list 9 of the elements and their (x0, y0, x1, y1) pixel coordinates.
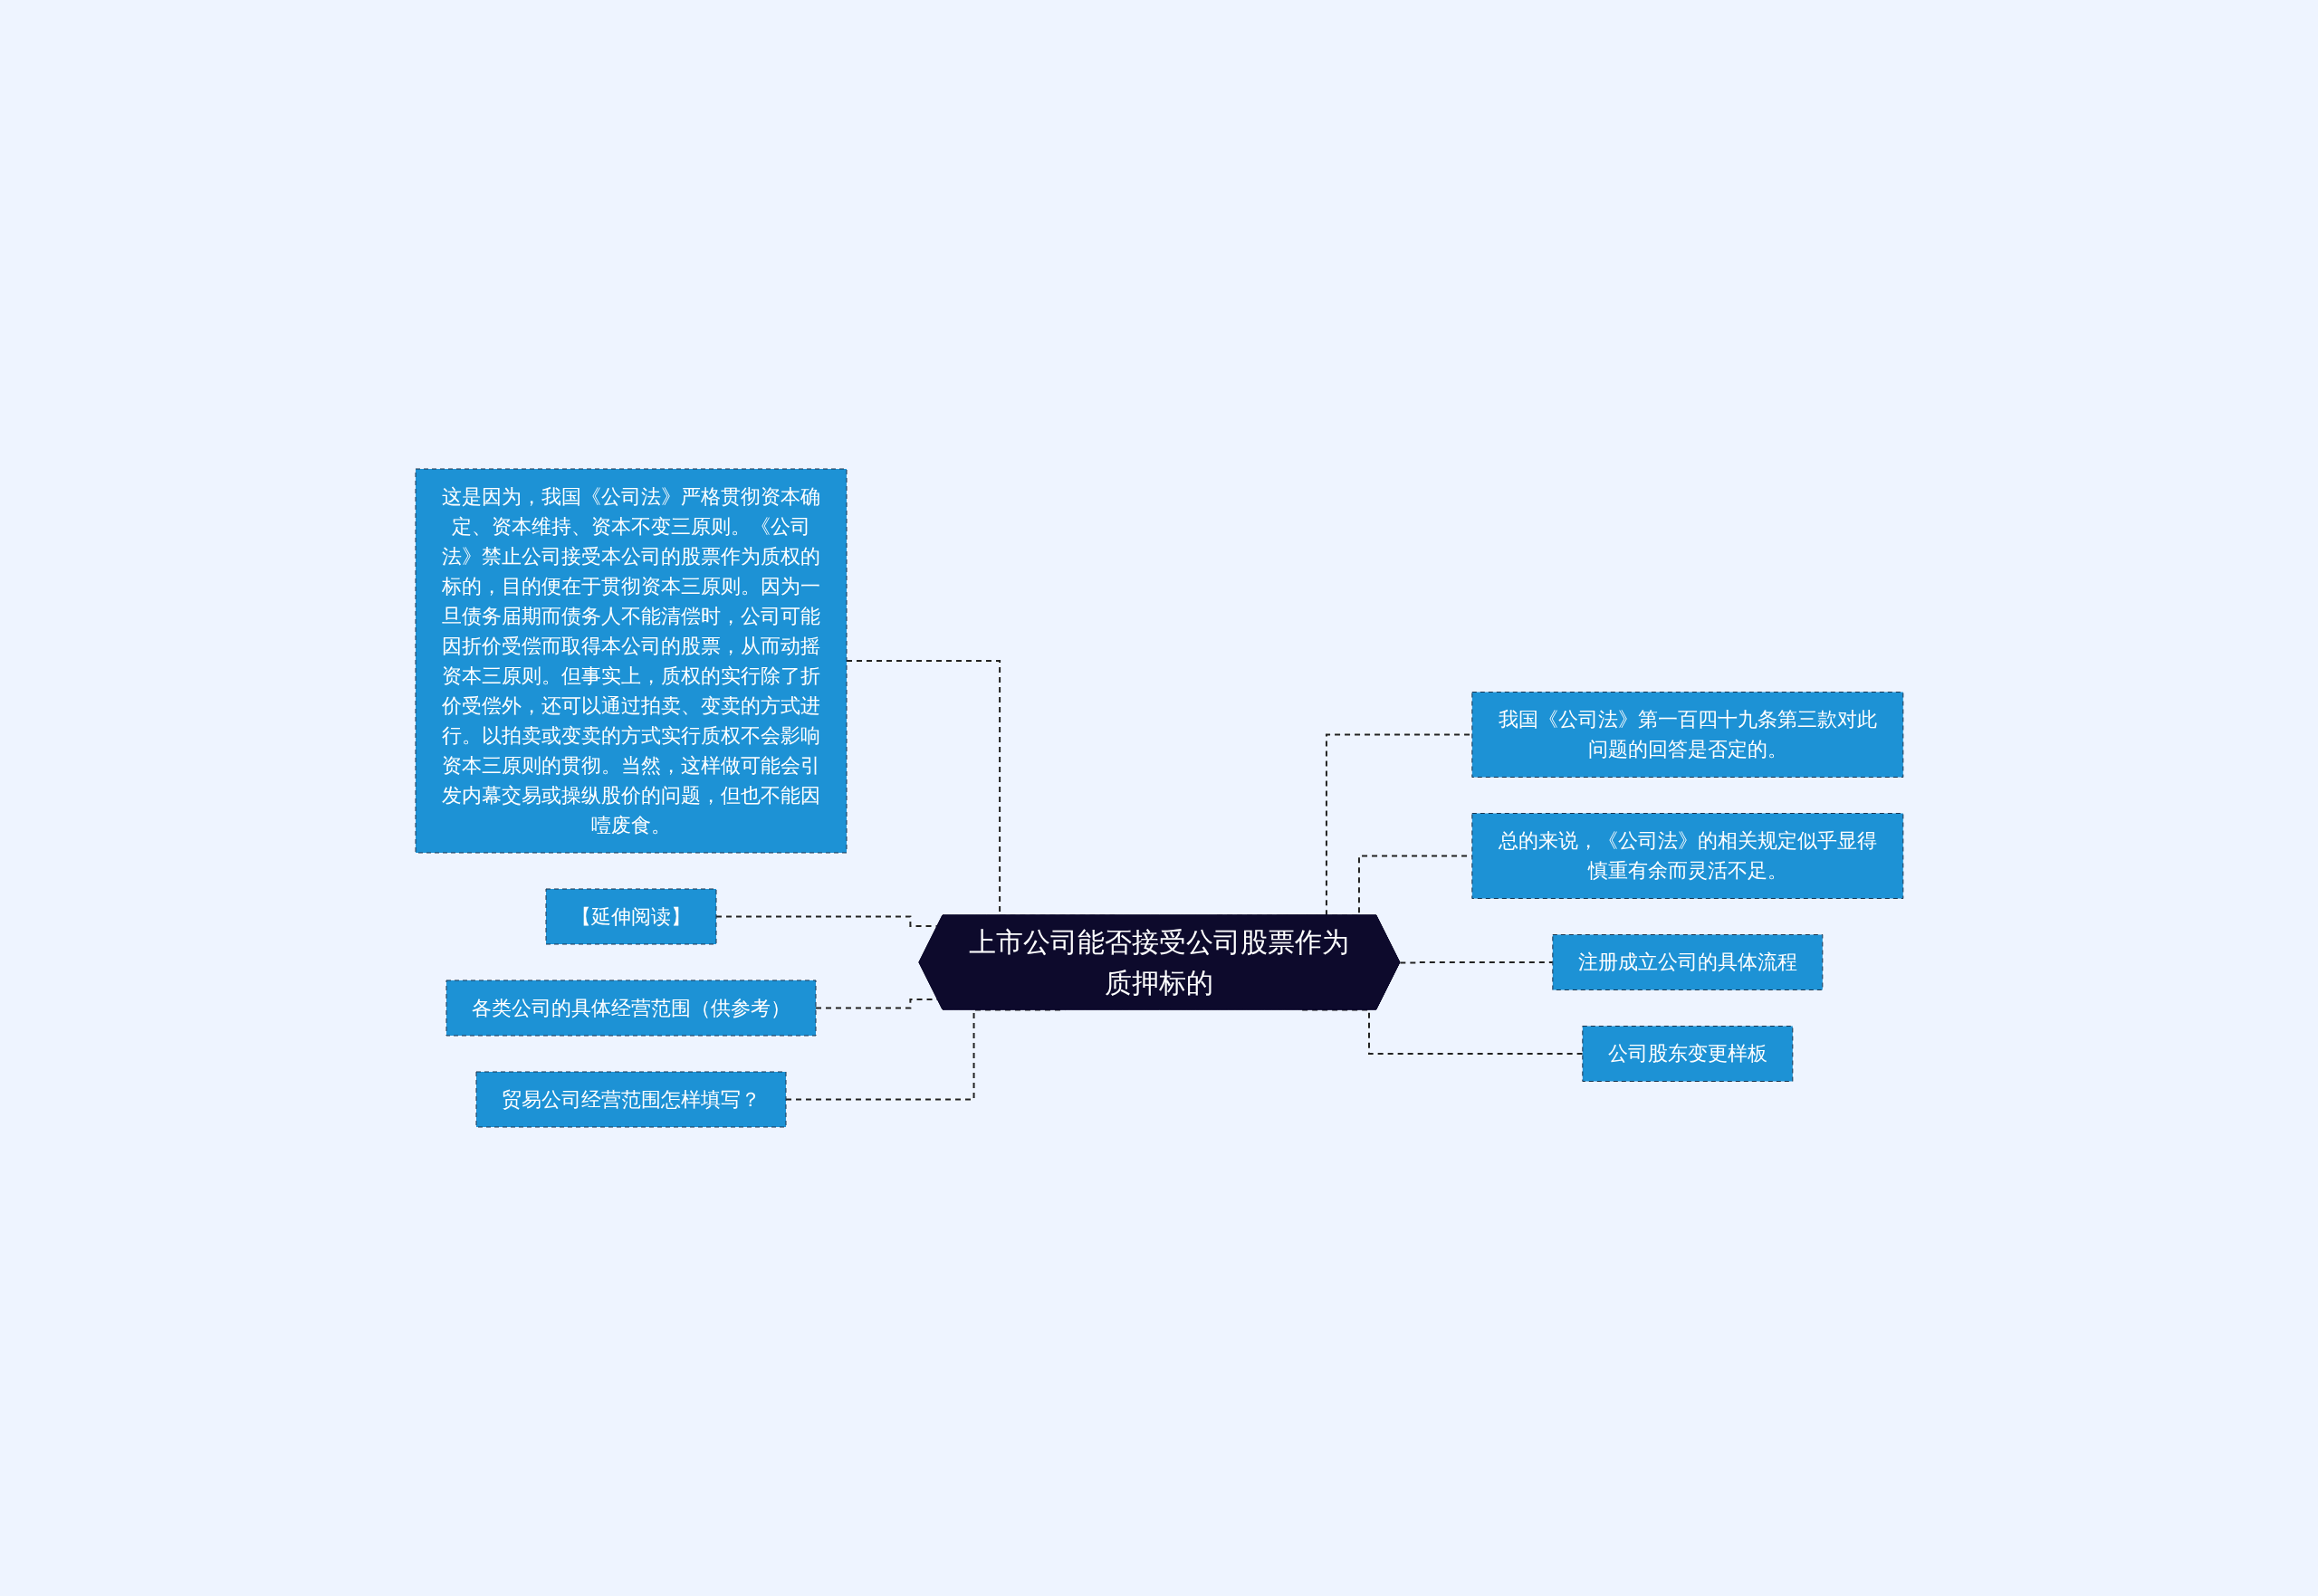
connector (1398, 961, 1554, 964)
node-box: 公司股东变更样板 (1581, 1026, 1793, 1082)
node-box: 我国《公司法》第一百四十九条第三款对此问题的回答是否定的。 (1470, 692, 1903, 778)
node-box: 贸易公司经营范围怎样填写？ (475, 1071, 787, 1128)
node-box: 这是因为，我国《公司法》严格贯彻资本确定、资本维持、资本不变三原则。《公司法》禁止公司接受本公司的股票作为质权的标的，目的便在于贯彻资本三原则。因为一旦债务届期而债务人不能清偿时，公司可能因折价受偿而取得本公司的股票，从而动摇资本三原则。但事实上，质权的实行除了折价受偿外，还可以通过拍卖、变卖的方式进行。以拍卖或变卖的方式实行质权不会影响资本三原则的贯彻。当然，这样做可能会引发内幕交易或操纵股价的问题，但也不能因噎废食。 (415, 468, 848, 854)
node-box: 注册成立公司的具体流程 (1551, 934, 1823, 990)
node-box: 各类公司的具体经营范围（供参考） (445, 980, 817, 1037)
node-box: 【延伸阅读】 (545, 888, 717, 945)
node-box: 总的来说，《公司法》的相关规定似乎显得慎重有余而灵活不足。 (1470, 813, 1903, 899)
